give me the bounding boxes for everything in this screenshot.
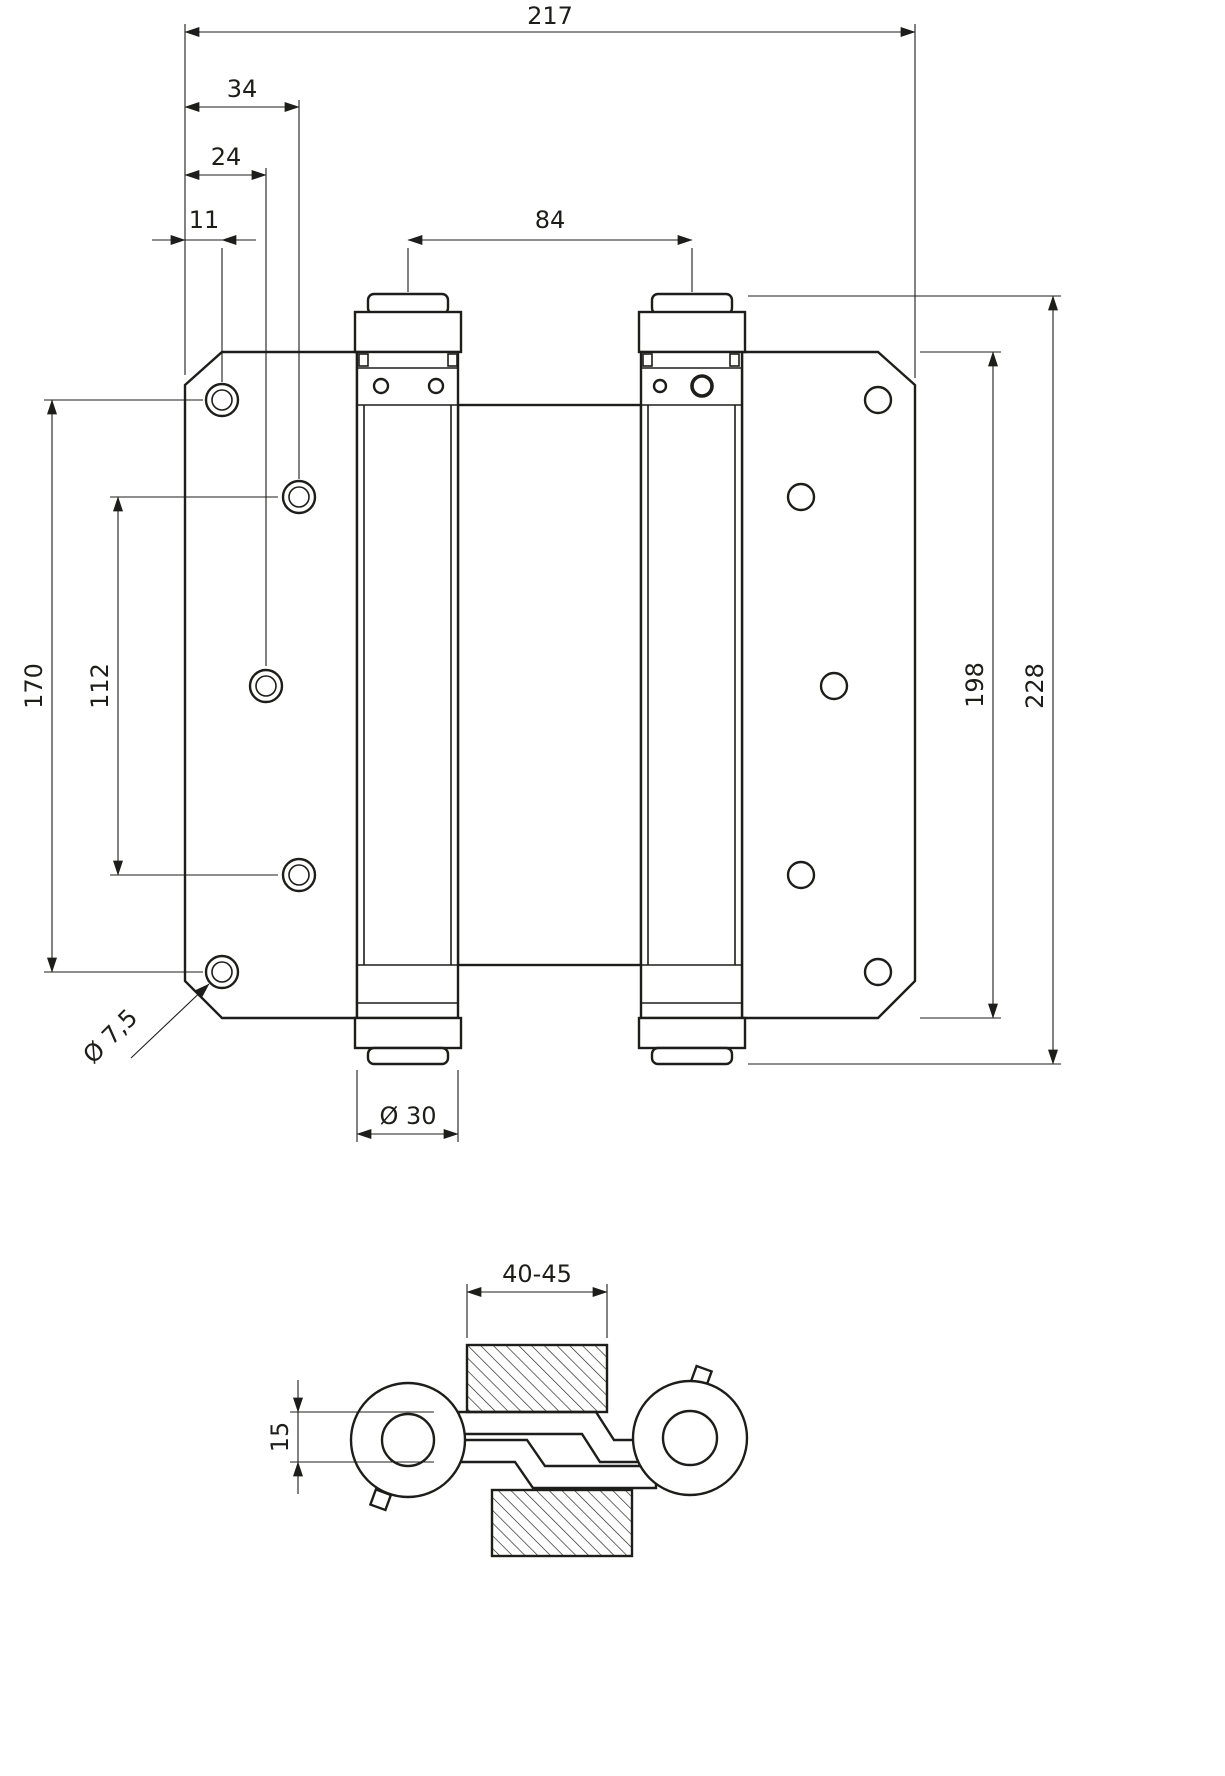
- section-view: 40-45 15: [266, 1260, 749, 1558]
- right-barrel-bottom-knurl: [650, 1046, 734, 1066]
- dim-label-84: 84: [535, 206, 566, 234]
- left-barrel-clip-left: [358, 353, 369, 367]
- dim-outer-hole-span: 170: [20, 399, 203, 973]
- dim-label-40-45: 40-45: [502, 1260, 572, 1288]
- screw-hole: [863, 957, 893, 987]
- dim-overall-width: 217: [184, 2, 916, 378]
- dim-inner-hole-offset: 11: [152, 206, 256, 382]
- door-section-bottom: [490, 1488, 634, 1558]
- right-leaf-holes: [786, 385, 893, 987]
- screw-hole-inner: [211, 961, 233, 983]
- dim-label-34: 34: [227, 75, 258, 103]
- dim-label-112: 112: [86, 663, 114, 709]
- screw-hole-inner: [255, 675, 277, 697]
- left-pin: [380, 1412, 436, 1468]
- door-section-top: [465, 1343, 609, 1414]
- dim-inner-hole-span: 112: [86, 496, 278, 876]
- dim-label-198: 198: [961, 662, 989, 708]
- front-view: 217 34 24 11 84: [20, 2, 1061, 1142]
- left-barrel-screw-hole-1: [372, 377, 390, 395]
- dim-outer-hole-offset: 34: [184, 75, 300, 479]
- right-barrel-top-cap: [637, 310, 747, 354]
- left-spring-barrel: [353, 292, 463, 1066]
- left-barrel-tube: [355, 350, 460, 1020]
- dim-label-15: 15: [266, 1422, 294, 1453]
- dim-leaf-offset: 15: [266, 1380, 434, 1494]
- dim-label-170: 170: [20, 663, 48, 709]
- dim-label-228: 228: [1021, 663, 1049, 709]
- dim-barrel-diameter: Ø 30: [356, 1070, 459, 1142]
- dim-pin-distance: 84: [407, 206, 693, 292]
- screw-hole-inner: [211, 389, 233, 411]
- left-barrel-bottom-knurl: [366, 1046, 450, 1066]
- left-barrel-top-cap: [353, 310, 463, 354]
- screw-hole: [786, 482, 816, 512]
- right-barrel-clip-right: [729, 353, 740, 367]
- dim-label-24: 24: [211, 143, 242, 171]
- dim-label-217: 217: [527, 2, 573, 30]
- screw-hole: [819, 671, 849, 701]
- right-spring-barrel: [637, 292, 747, 1066]
- left-barrel-clip-right: [447, 353, 458, 367]
- right-barrel-bottom-cap: [637, 1016, 747, 1050]
- right-pin: [661, 1409, 719, 1467]
- left-knuckle: [349, 1381, 467, 1499]
- dim-label-dia-30: Ø 30: [379, 1102, 436, 1130]
- dim-label-11: 11: [189, 206, 220, 234]
- screw-hole-inner: [288, 486, 310, 508]
- screw-hole: [786, 860, 816, 890]
- dim-door-thickness: 40-45: [466, 1260, 608, 1338]
- right-barrel-screw-hole: [652, 378, 668, 394]
- left-leaf-holes: [204, 382, 317, 990]
- center-web: [456, 403, 643, 967]
- dim-label-dia-7-5: Ø 7,5: [78, 1004, 144, 1070]
- right-knuckle: [631, 1379, 749, 1497]
- right-barrel-tube: [639, 350, 744, 1020]
- dim-middle-hole-offset: 24: [184, 143, 267, 666]
- screw-hole-inner: [288, 864, 310, 886]
- right-barrel-clip-left: [642, 353, 653, 367]
- dim-hole-diameter-callout: Ø 7,5: [78, 983, 210, 1070]
- left-barrel-screw-hole-2: [427, 377, 445, 395]
- screw-hole: [863, 385, 893, 415]
- left-barrel-bottom-cap: [353, 1016, 463, 1050]
- right-barrel-adjuster-hole: [690, 374, 714, 398]
- dim-overall-height: 228: [748, 295, 1061, 1065]
- dim-leaf-height: 198: [920, 351, 1001, 1019]
